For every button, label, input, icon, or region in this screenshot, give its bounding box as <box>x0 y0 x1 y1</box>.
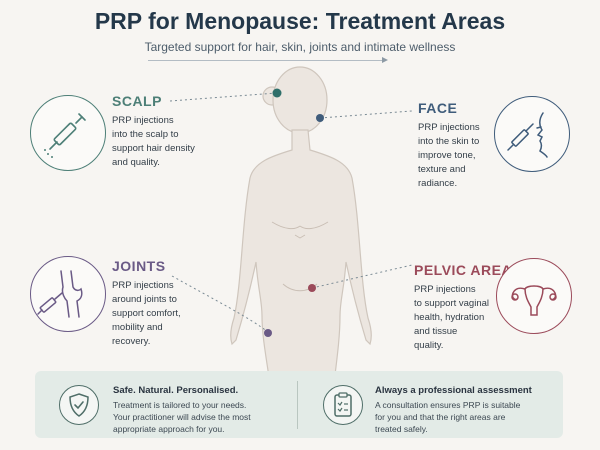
syringe-icon <box>44 113 86 158</box>
pelvic-icon-circle <box>496 258 572 334</box>
footer-left-line: Your practitioner will advise the most <box>113 412 251 422</box>
subtitle-divider <box>148 60 386 61</box>
face-text-line: PRP injections <box>418 122 480 133</box>
face-text-line: radiance. <box>418 178 458 189</box>
pelvic-connector <box>311 264 413 289</box>
footer-right-line: A consultation ensures PRP is suitable <box>375 400 521 410</box>
face-connector <box>319 110 413 119</box>
joints-text-line: recovery. <box>112 336 151 347</box>
female-body-silhouette <box>230 66 372 401</box>
face-description: PRP injections into the skin to improve … <box>418 121 480 191</box>
footer-right-text: A consultation ensures PRP is suitable f… <box>375 399 520 435</box>
face-text-line: texture and <box>418 164 466 175</box>
info-footer: Safe. Natural. Personalised. Treatment i… <box>35 371 563 438</box>
pelvic-text-line: PRP injections <box>414 284 476 295</box>
pelvic-title: PELVIC AREA <box>414 262 513 278</box>
joints-text-line: mobility and <box>112 322 163 333</box>
joints-icon-circle <box>30 256 106 332</box>
scalp-text-line: into the scalp to <box>112 129 179 140</box>
face-text-line: improve tone, <box>418 150 476 161</box>
subtitle-arrow <box>382 57 388 63</box>
face-point <box>316 114 324 122</box>
footer-right-title: Always a professional assessment <box>375 385 532 396</box>
footer-right-line: for you and that the right areas are <box>375 412 506 422</box>
shield-check-icon <box>59 385 99 425</box>
face-title: FACE <box>418 100 458 116</box>
pelvic-text-line: and tissue <box>414 326 458 337</box>
joints-text-line: PRP injections <box>112 280 174 291</box>
pelvic-text-line: health, hydration <box>414 312 485 323</box>
scalp-description: PRP injections into the scalp to support… <box>112 114 195 170</box>
footer-left-text: Treatment is tailored to your needs. You… <box>113 399 251 435</box>
joints-text-line: around joints to <box>112 294 177 305</box>
footer-left-line: appropriate approach for you. <box>113 424 225 434</box>
face-injection-icon <box>507 112 548 158</box>
clipboard-icon <box>323 385 363 425</box>
page-title: PRP for Menopause: Treatment Areas <box>94 8 506 34</box>
scalp-title: SCALP <box>112 93 162 109</box>
page-subtitle: Targeted support for hair, skin, joints … <box>144 40 456 54</box>
pelvic-description: PRP injections to support vaginal health… <box>414 283 489 353</box>
knee-joint-icon <box>37 270 83 318</box>
pelvic-text-line: quality. <box>414 340 444 351</box>
joints-title: JOINTS <box>112 258 166 274</box>
scalp-icon-circle <box>30 95 106 171</box>
footer-divider <box>297 381 298 429</box>
joints-description: PRP injections around joints to support … <box>112 279 181 349</box>
joints-connector <box>171 275 269 333</box>
scalp-connector <box>169 92 277 102</box>
footer-left-line: Treatment is tailored to your needs. <box>113 400 247 410</box>
face-text-line: into the skin to <box>418 136 480 147</box>
joint-point <box>264 329 272 337</box>
pelvic-point <box>308 284 316 292</box>
pelvic-text-line: to support vaginal <box>414 298 489 309</box>
scalp-text-line: PRP injections <box>112 115 174 126</box>
footer-left-title: Safe. Natural. Personalised. <box>113 385 239 396</box>
face-icon-circle <box>494 96 570 172</box>
scalp-text-line: support hair density <box>112 143 195 154</box>
scalp-point <box>272 88 282 98</box>
footer-right-line: treated safely. <box>375 424 428 434</box>
uterus-icon <box>511 285 557 316</box>
scalp-text-line: and quality. <box>112 157 160 168</box>
joints-text-line: support comfort, <box>112 308 181 319</box>
